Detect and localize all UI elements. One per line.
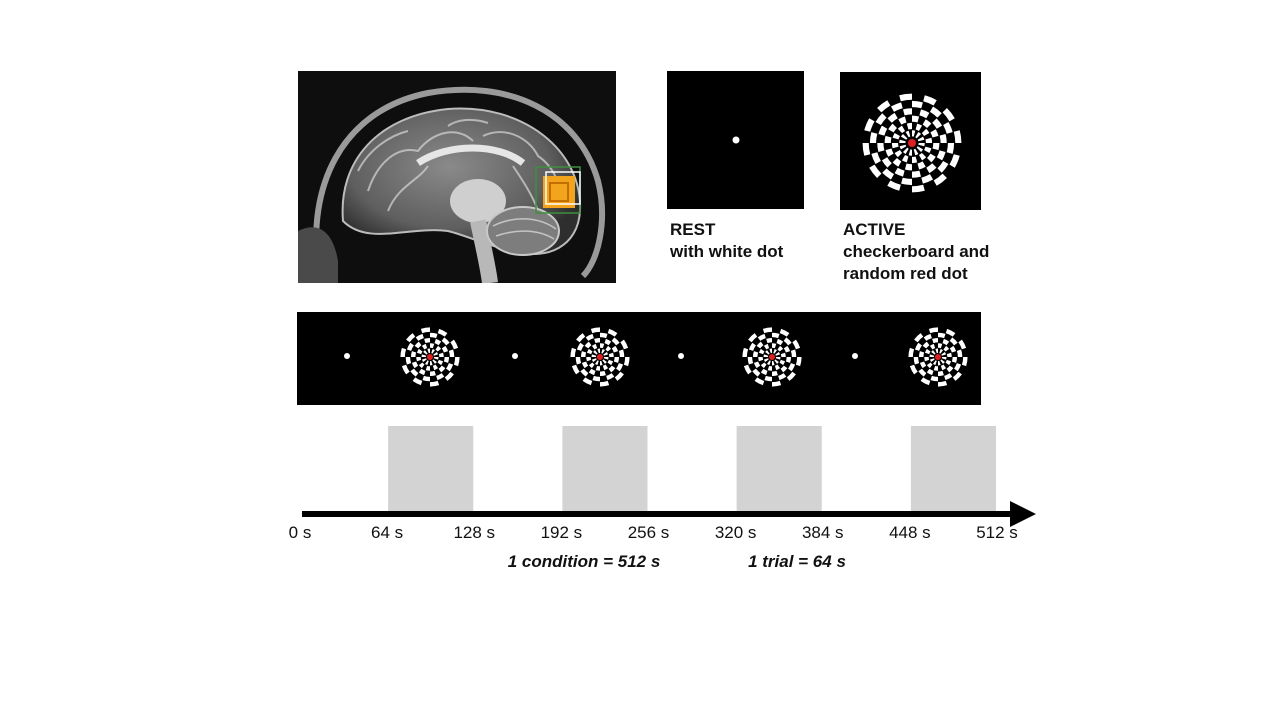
sequence-rest-dot-icon	[344, 353, 350, 359]
trial-duration-label: 1 trial = 64 s	[748, 552, 846, 571]
stimulus-sequence-strip	[297, 312, 981, 405]
sequence-rest-dot-icon	[512, 353, 518, 359]
sequence-checkerboard-icon	[742, 327, 802, 387]
active-block	[562, 426, 648, 511]
rest-subtitle: with white dot	[670, 242, 784, 261]
time-tick-label: 384 s	[802, 523, 844, 542]
active-block	[910, 426, 996, 511]
roi-activation	[543, 176, 575, 208]
active-title: ACTIVE	[843, 220, 906, 239]
red-dot-icon	[769, 354, 775, 360]
time-tick-label: 64 s	[371, 523, 403, 542]
active-line-2: random red dot	[843, 264, 968, 283]
checkerboard-icon	[862, 93, 962, 193]
active-block	[388, 426, 474, 511]
time-tick-label: 320 s	[715, 523, 757, 542]
rest-title: REST	[670, 220, 716, 239]
active-stimulus-panel	[840, 72, 981, 210]
red-dot-icon	[427, 354, 433, 360]
sequence-rest-dot-icon	[852, 353, 858, 359]
axis-arrow-icon	[1010, 501, 1036, 527]
time-tick-label: 256 s	[628, 523, 670, 542]
time-tick-label: 192 s	[541, 523, 583, 542]
red-dot-icon	[597, 354, 603, 360]
red-dot-icon	[908, 139, 916, 147]
sequence-checkerboard-icon	[570, 327, 630, 387]
active-caption: ACTIVE checkerboard and random red dot	[843, 219, 989, 285]
time-tick-label: 0 s	[289, 523, 312, 542]
condition-duration-label: 1 condition = 512 s	[508, 552, 661, 571]
block-design-timeline: 0 s 64 s 128 s 192 s 256 s 320 s 384 s 448 s 512…	[289, 426, 1036, 571]
mri-sagittal-image	[298, 71, 616, 283]
time-tick-label: 128 s	[453, 523, 495, 542]
sequence-checkerboard-icon	[908, 327, 968, 387]
fixation-dot-icon	[732, 136, 740, 144]
sequence-rest-dot-icon	[678, 353, 684, 359]
rest-stimulus-panel	[667, 71, 804, 209]
active-line-1: checkerboard and	[843, 242, 990, 261]
red-dot-icon	[935, 354, 941, 360]
sequence-checkerboard-icon	[400, 327, 460, 387]
time-tick-label: 512 s	[976, 523, 1018, 542]
time-tick-label: 448 s	[889, 523, 931, 542]
rest-caption: REST with white dot	[670, 219, 783, 263]
active-block	[736, 426, 822, 511]
